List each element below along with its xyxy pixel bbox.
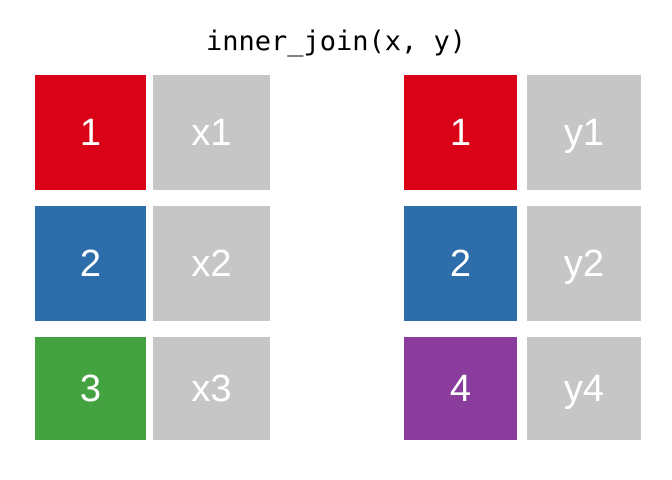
value-cell-label: y4	[563, 367, 605, 410]
value-cell: x2	[153, 206, 270, 321]
key-cell: 4	[404, 337, 517, 440]
value-cell-label: y1	[563, 111, 605, 154]
key-cell-label: 3	[79, 367, 102, 410]
key-cell-label: 4	[449, 367, 472, 410]
table-row: 4 y4	[404, 337, 641, 440]
value-cell-label: x1	[191, 111, 232, 154]
table-row: 1 y1	[404, 75, 641, 190]
key-cell-label: 1	[79, 111, 102, 154]
table-y: 1 y1 2 y2 4 y4	[404, 75, 641, 440]
table-x: 1 x1 2 x2 3 x3	[35, 75, 270, 440]
value-cell: y2	[527, 206, 641, 321]
key-cell-label: 1	[449, 111, 472, 154]
value-cell-label: y2	[563, 242, 605, 285]
table-row: 2 y2	[404, 206, 641, 321]
key-cell: 3	[35, 337, 146, 440]
diagram-title: inner_join(x, y)	[205, 26, 467, 57]
value-cell: y1	[527, 75, 641, 190]
value-cell-label: x3	[191, 367, 232, 410]
table-row: 1 x1	[35, 75, 270, 190]
value-cell: y4	[527, 337, 641, 440]
key-cell: 1	[404, 75, 517, 190]
value-cell: x3	[153, 337, 270, 440]
value-cell-label: x2	[191, 242, 232, 285]
table-row: 3 x3	[35, 337, 270, 440]
key-cell-label: 2	[79, 242, 102, 285]
key-cell-label: 2	[449, 242, 472, 285]
value-cell: x1	[153, 75, 270, 190]
key-cell: 1	[35, 75, 146, 190]
key-cell: 2	[404, 206, 517, 321]
key-cell: 2	[35, 206, 146, 321]
table-row: 2 x2	[35, 206, 270, 321]
